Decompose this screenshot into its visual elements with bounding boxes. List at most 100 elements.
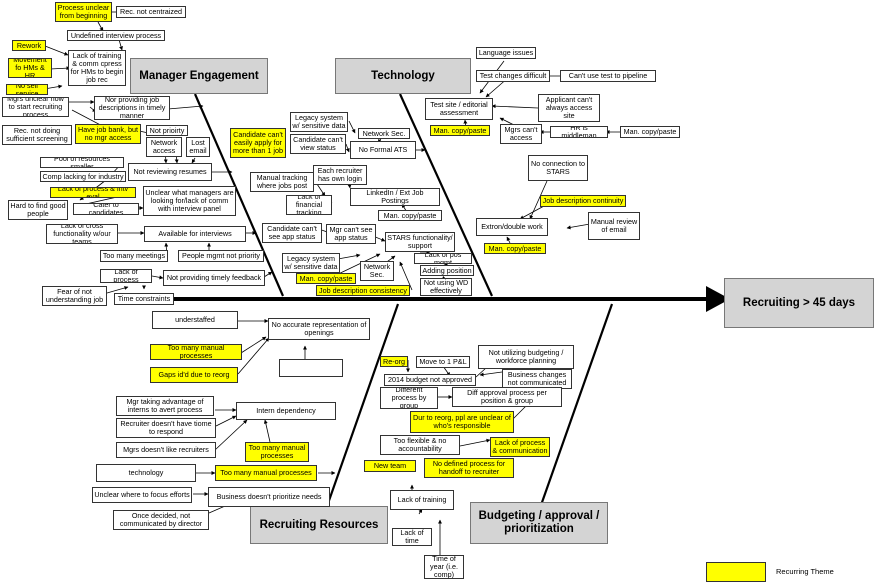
cause-box: Too flexible & no accountability	[380, 435, 460, 455]
cause-box: Lack of financial tracking	[286, 195, 332, 215]
cause-box: Candidate can't view status	[290, 134, 346, 154]
cause-box: No accurate representation of openings	[268, 318, 370, 340]
cause-box: understaffed	[152, 311, 238, 329]
cause-box: Lack of time	[392, 528, 432, 546]
cause-box: Job description continuity	[540, 195, 626, 207]
cause-box: Legacy system w/ sensitive data	[282, 253, 340, 273]
cause-box: Man. copy/paste	[620, 126, 680, 138]
cause-box: Nor providing job descriptions in timely…	[94, 96, 170, 120]
cause-box: Rec. not centraized	[116, 6, 186, 18]
cause-box: Comp lacking for industry	[40, 171, 126, 182]
cause-box: Each recruiter has own login	[313, 165, 367, 185]
cause-box	[279, 359, 343, 377]
cause-box: Man. copy/paste	[430, 125, 490, 136]
cause-box: Manual tracking where jobs post	[250, 172, 314, 192]
cause-box: Network Sec.	[360, 261, 394, 281]
cause-box: Fear of not understanding job	[42, 286, 107, 306]
cause-box: Lack of process	[100, 269, 152, 283]
bone-technology	[398, 93, 494, 297]
cause-box: Adding position	[420, 265, 474, 276]
cause-box: Time of year (i.e. comp)	[424, 555, 464, 579]
cause-box: 2014 budget not approved	[384, 374, 476, 386]
cause-box: Applicant can't always access site	[538, 94, 600, 122]
cause-box: Can't use test to pipeline	[560, 70, 656, 82]
bone-manager-engagement	[193, 93, 285, 297]
legend-swatch	[706, 562, 766, 582]
cause-box: Intern dependency	[236, 402, 336, 420]
cause-box: Time constraints	[114, 293, 174, 305]
cause-box: Lack of training & comm cpress for HMs t…	[68, 50, 126, 86]
cause-box: Man. copy/paste	[378, 210, 442, 221]
cause-box: Have job bank, but no mgr access	[75, 124, 141, 144]
cause-box: Gaps id'd due to reorg	[150, 367, 238, 383]
cause-box: Too many manual processes	[215, 465, 317, 481]
cause-box: Mgr can't see app status	[326, 224, 376, 244]
cause-box: Rec. not doing sufficient screening	[2, 125, 72, 145]
cause-box: Too many manual processes	[245, 442, 309, 462]
cause-box: Recruiter doesn't have tiome to respond	[116, 418, 216, 438]
cause-box: Not utilizing budgeting / workforce plan…	[478, 345, 574, 369]
cause-box: Extron/double work	[476, 218, 548, 236]
cause-box: Network access	[146, 137, 182, 157]
cause-box: New team	[364, 460, 416, 472]
cause-box: No connection to STARS	[528, 155, 588, 181]
cause-box: Undefined interview process	[67, 30, 165, 41]
cause-box: technology	[96, 464, 196, 482]
effect-box: Recruiting > 45 days	[724, 278, 874, 328]
cause-box: Unclear where to focus efforts	[92, 487, 192, 503]
cause-box: Language issues	[476, 47, 536, 59]
category-manager-engagement: Manager Engagement	[130, 58, 268, 94]
cause-box: Diff approval process per position & gro…	[452, 387, 562, 407]
cause-box: HR is middleman	[550, 126, 608, 138]
cause-box: Mgrs unclear how to start recruiting pro…	[2, 97, 69, 117]
cause-box: Man. copy/paste	[484, 243, 546, 254]
cause-box: Lack of training	[390, 490, 454, 510]
cause-box: Cater to candidates	[73, 203, 139, 215]
cause-box: Not using WD effectively	[420, 278, 472, 296]
cause-box: Too many manual processes	[150, 344, 242, 360]
cause-box: Business changes not communicated	[502, 369, 572, 389]
cause-box: Movement fo HMs & HR	[8, 58, 52, 78]
category-technology: Technology	[335, 58, 471, 94]
cause-box: Lost email	[186, 137, 210, 157]
cause-box: Lack of cross functionality w/our teams	[46, 224, 118, 244]
cause-box: STARS functionality/ support	[385, 232, 455, 252]
cause-box: Network Sec.	[358, 128, 410, 139]
cause-box: Test site / editorial assessment	[425, 98, 493, 120]
cause-box: Job description consistency	[316, 285, 410, 296]
cause-box: Hard to find good people	[8, 200, 68, 220]
bone-budgeting	[538, 303, 614, 509]
cause-box: No self service	[6, 84, 48, 95]
cause-box: Not reviewing resumes	[128, 163, 212, 181]
cause-box: Candidate can't easily apply for more th…	[230, 128, 286, 158]
bone-recruiting-resources	[323, 303, 400, 513]
cause-box: Process unclear from beginning	[55, 2, 112, 22]
cause-box: Too many meetings	[100, 250, 168, 262]
cause-box: Not providing timely feedback	[163, 270, 265, 286]
cause-box: Manual review of email	[588, 212, 640, 240]
cause-box: Available for interviews	[144, 226, 246, 242]
cause-box: Mgrs can't access	[500, 124, 542, 144]
cause-box: Test changes difficult	[476, 70, 550, 82]
cause-box: Rework	[12, 40, 46, 51]
cause-box: Once decided, not communicated by direct…	[113, 510, 209, 530]
cause-box: Not prioirty	[146, 125, 188, 136]
cause-box: Unclear what managers are looking for/la…	[143, 186, 236, 216]
cause-box: Business doesn't prioritize needs	[208, 487, 330, 507]
category-budgeting: Budgeting / approval / prioritization	[470, 502, 608, 544]
category-recruiting-resources: Recruiting Resources	[250, 506, 388, 544]
cause-box: Candidate can't see app status	[262, 223, 322, 243]
legend-label: Recurring Theme	[776, 567, 834, 576]
cause-box: Pool of resources smaller	[40, 157, 124, 168]
cause-box: No Formal ATS	[350, 141, 416, 159]
cause-box: No defined process for handoff to recrui…	[424, 458, 514, 478]
cause-box: Lack of process & intv eval	[50, 187, 136, 198]
cause-box: Different process by group	[380, 387, 438, 409]
cause-box: Re-org	[380, 356, 408, 367]
cause-box: Mgr taking advantage of interns to avert…	[116, 396, 214, 416]
cause-box: Mgrs doesn't like recruiters	[116, 442, 216, 458]
cause-box: LinkedIn / Ext Job Postings	[350, 188, 440, 206]
cause-box: Move to 1 P&L	[416, 356, 470, 368]
cause-box: People mgmt not priority	[178, 250, 264, 262]
